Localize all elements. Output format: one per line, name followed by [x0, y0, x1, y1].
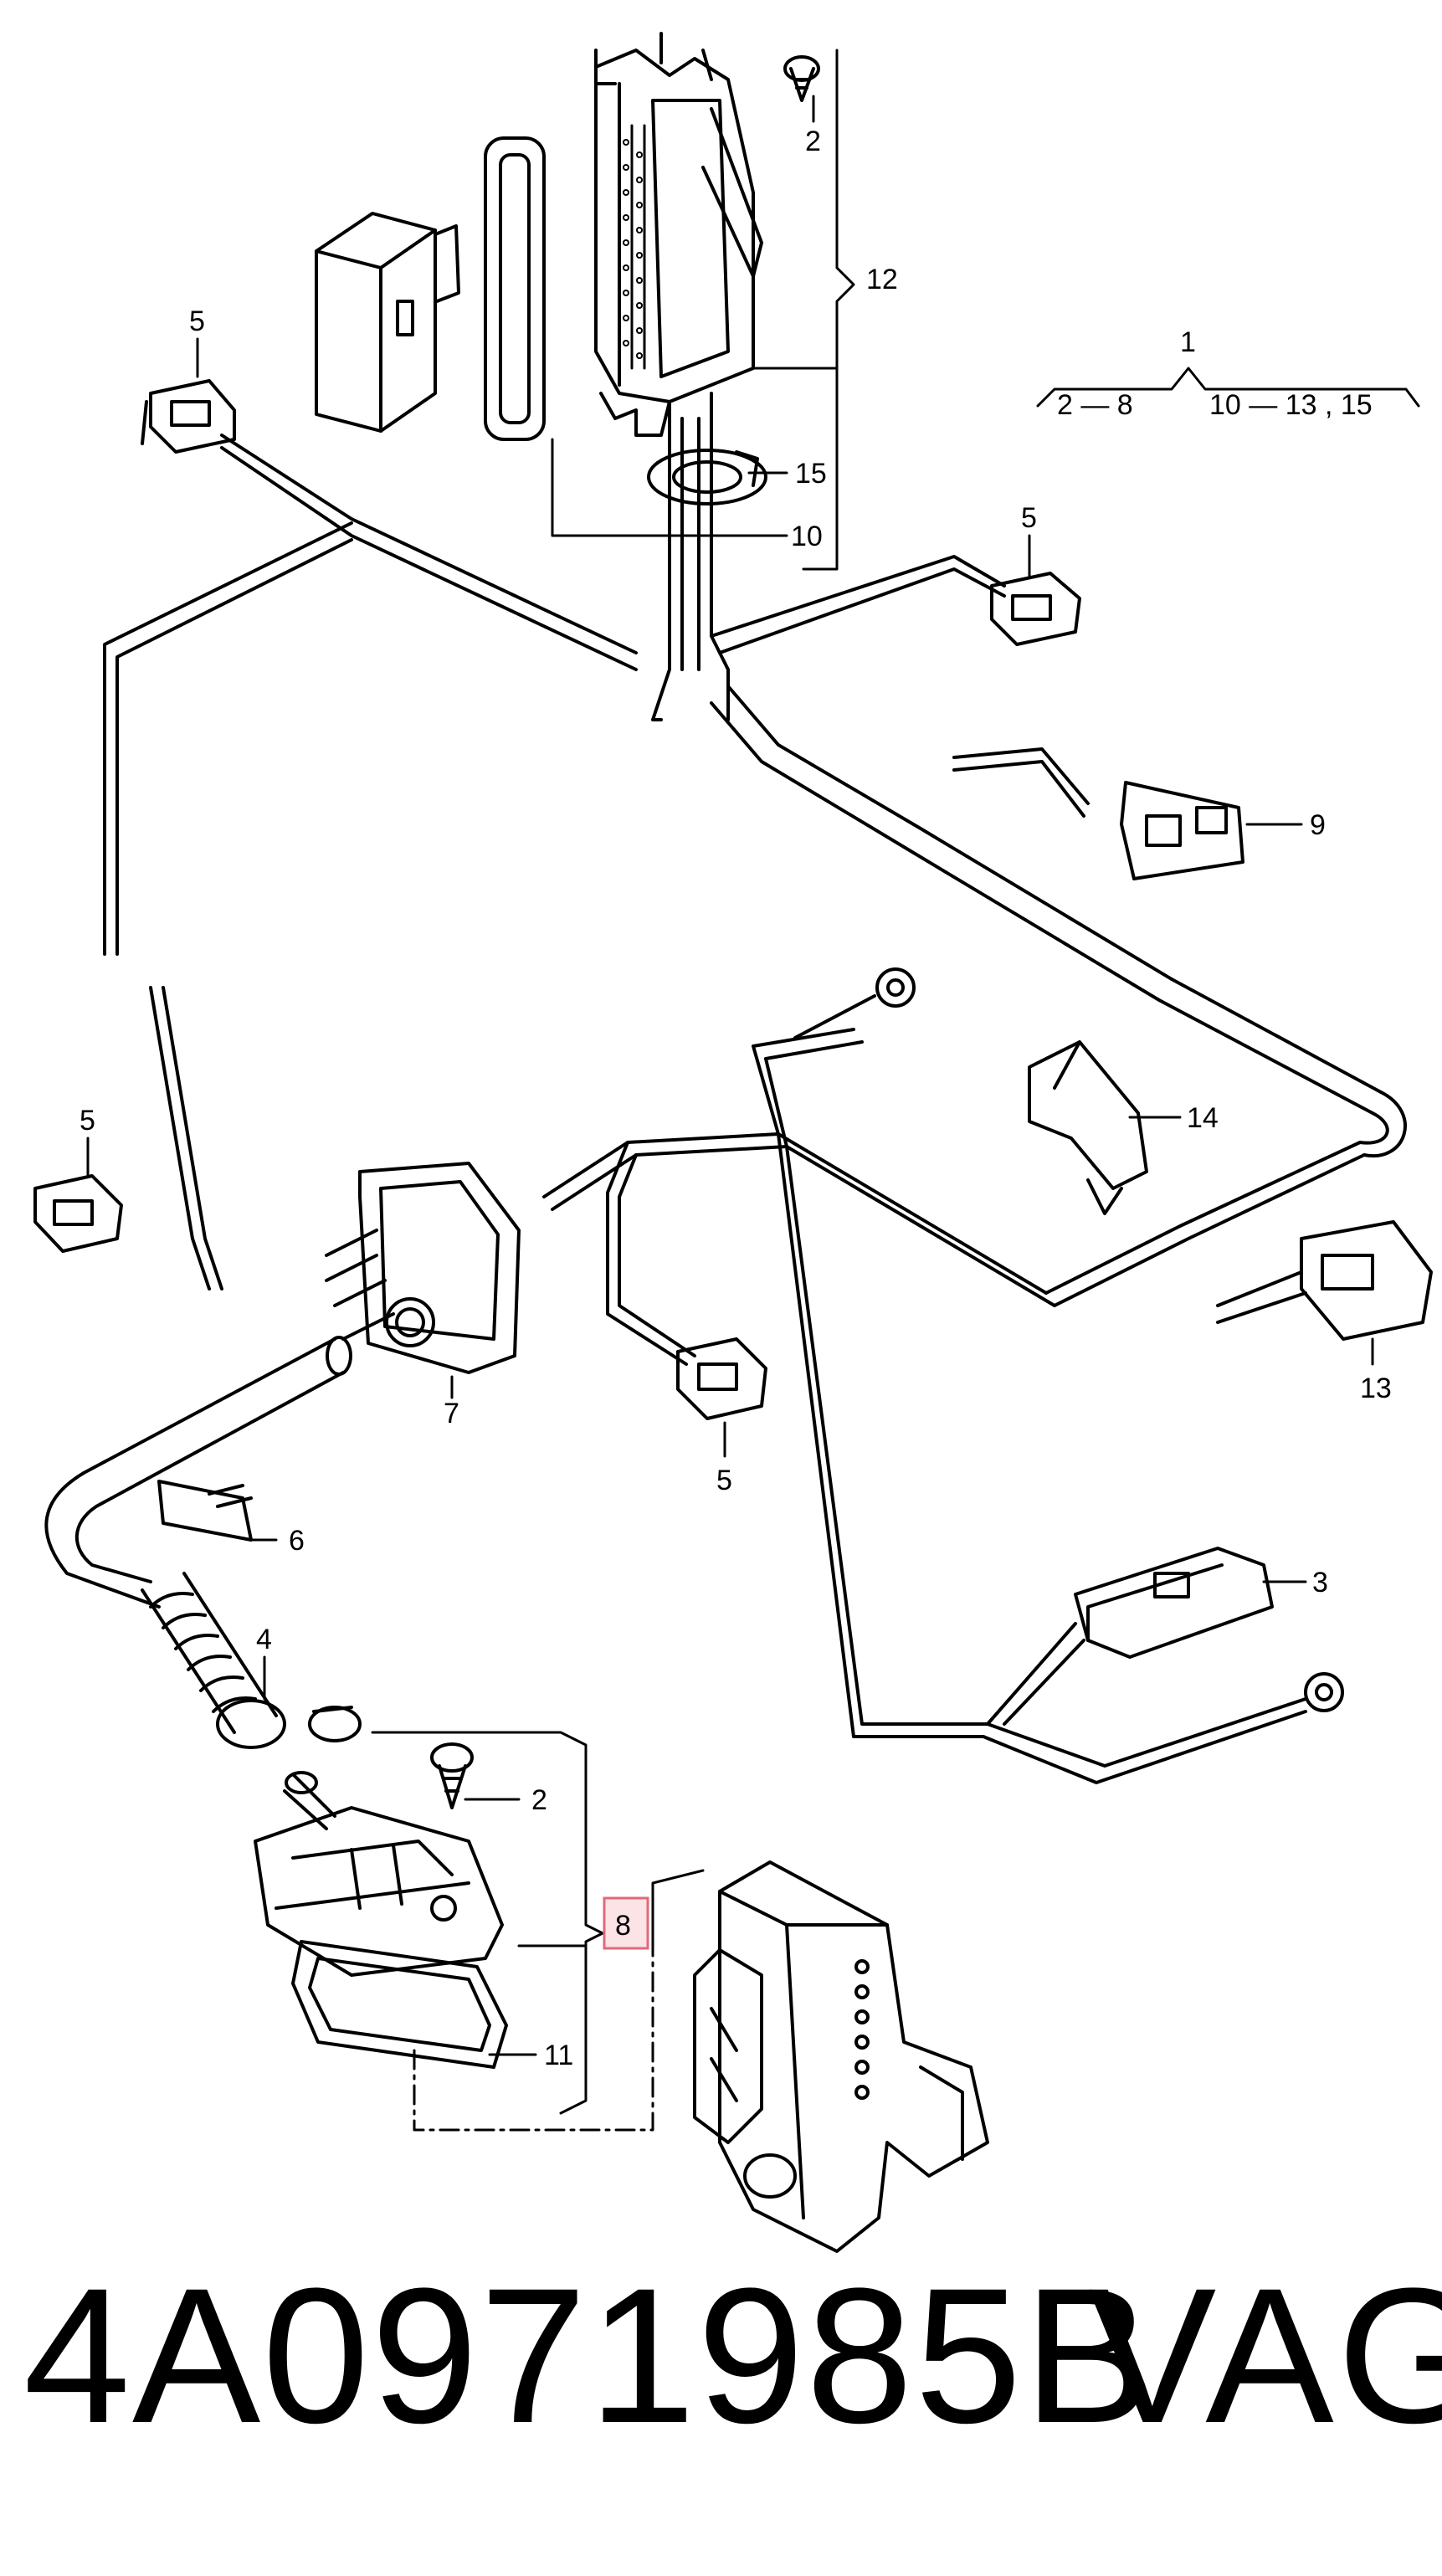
connector-5-topleft	[141, 379, 236, 454]
main-harness-trunk	[651, 392, 730, 721]
screw-bottom	[430, 1742, 474, 1809]
callout-7: 7	[444, 1398, 459, 1429]
brand-label: VAG	[1088, 2248, 1442, 2463]
connector-5-left	[33, 1174, 123, 1253]
callout-2-bottom: 2	[531, 1784, 547, 1816]
part-number: 4A0971985B	[23, 2248, 1154, 2463]
callout-9: 9	[1310, 809, 1326, 841]
callout-11: 11	[544, 2040, 573, 2071]
module-box	[315, 212, 460, 433]
connector-13	[1216, 1220, 1433, 1341]
ring-terminal-center	[793, 967, 916, 1039]
actuator-pump	[693, 1860, 989, 2253]
hose-left	[44, 1336, 352, 1609]
branch-top-right	[710, 555, 1006, 654]
callout-10: 10	[791, 521, 823, 552]
callout-15: 15	[795, 458, 827, 490]
gasket-frame-10	[484, 136, 546, 441]
bellows-4	[141, 1572, 286, 1749]
callout-5-center: 5	[716, 1465, 732, 1496]
bundle-right	[710, 685, 1407, 1307]
callout-5-topright: 5	[1021, 502, 1037, 534]
callout-4: 4	[256, 1624, 272, 1655]
control-unit-connector	[594, 32, 763, 437]
connector-3	[986, 1547, 1274, 1726]
cable-clamp-15	[647, 449, 767, 505]
wire-left-long	[149, 986, 223, 1291]
gasket-11	[291, 1940, 508, 2069]
callout-13: 13	[1360, 1373, 1392, 1404]
footer: 4A0971985B VAG	[0, 2260, 1442, 2511]
grommet-plate-7	[325, 1162, 521, 1374]
callout-8-highlight	[603, 1896, 649, 1950]
connector-9	[952, 747, 1244, 880]
callout-1-group-right: 10 — 13 , 15	[1209, 389, 1373, 421]
callout-8[interactable]: 8	[615, 1910, 631, 1942]
callout-5-left: 5	[80, 1105, 95, 1137]
clamp-ring-small	[308, 1706, 362, 1742]
ring-terminal-bottom	[1304, 1672, 1344, 1712]
connector-5-center	[676, 1337, 767, 1420]
harness-lower-left	[542, 1028, 1056, 1366]
callout-1: 1	[1180, 326, 1196, 358]
housing-8	[254, 1771, 504, 1977]
callout-2-top: 2	[805, 126, 821, 157]
screw-top	[783, 55, 820, 102]
callout-labels: 1 2 — 8 10 — 13 , 15 2 12 15 10 5 5 9 14…	[80, 126, 1392, 2071]
callout-14: 14	[1187, 1102, 1219, 1134]
branch-top-left	[103, 434, 638, 956]
callout-5-topleft: 5	[189, 305, 205, 337]
callout-6: 6	[289, 1525, 305, 1557]
callout-12: 12	[866, 264, 898, 295]
callout-1-group-left: 2 — 8	[1057, 389, 1133, 421]
clip-14	[1028, 1040, 1148, 1215]
callout-3: 3	[1312, 1567, 1328, 1598]
connector-5-topright	[990, 572, 1081, 646]
tape-6	[157, 1480, 253, 1542]
